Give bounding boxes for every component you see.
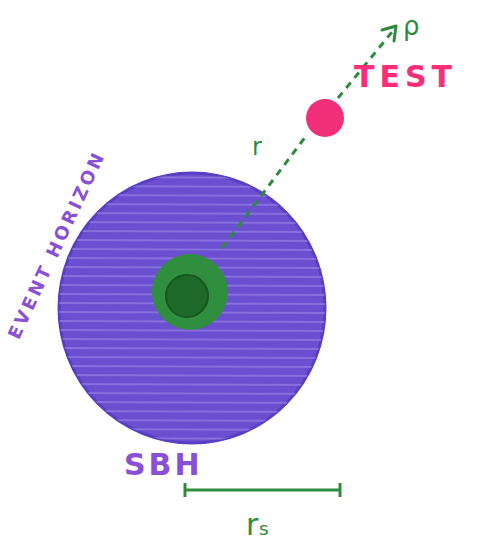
hatch-line [57, 276, 327, 277]
hatch-line [57, 240, 327, 241]
hatch-line [57, 357, 327, 358]
hatch-line [57, 258, 327, 259]
hatch-line [57, 420, 327, 421]
hatch-line [57, 222, 327, 223]
event-horizon: EVENT HORIZONSBH [57, 171, 327, 445]
hatch-line [57, 195, 327, 196]
hatch-line [57, 294, 327, 295]
hatch-line [57, 438, 327, 439]
hatch-line [57, 384, 327, 385]
hatch-line [57, 366, 327, 367]
hatch-line [57, 429, 327, 430]
particle-dot [306, 99, 344, 137]
hatch-line [57, 267, 327, 268]
hatch-line [57, 339, 327, 340]
hatch-line [57, 285, 327, 286]
scale-tick [184, 483, 187, 497]
hatch-line [57, 393, 327, 394]
hatch-line [57, 321, 327, 322]
hatch-line [57, 249, 327, 250]
hatch-line [57, 402, 327, 403]
hatch-line [57, 186, 327, 187]
test-particle: TEST [305, 98, 345, 138]
hatch-line [57, 312, 327, 313]
event-horizon-outline [57, 171, 327, 445]
direction-arrowhead [382, 26, 396, 41]
particle-label: TEST [354, 60, 457, 93]
hatch-line [57, 375, 327, 376]
direction-label: ρ [403, 12, 420, 41]
test-particle-outline [305, 98, 345, 138]
hatch-line [57, 330, 327, 331]
hatch-line [57, 204, 327, 205]
scale-bar [185, 483, 340, 497]
horizon-label: EVENT HORIZON [4, 148, 109, 343]
horizon-hatching [57, 177, 327, 439]
radius-label: r [252, 134, 262, 160]
scale-line [185, 489, 340, 492]
hatch-line [57, 231, 327, 232]
hatch-line [57, 213, 327, 214]
radius-scale-label: rₛ [246, 508, 270, 541]
singularity-halo [152, 254, 228, 330]
singularity-core [166, 275, 208, 317]
hatch-line [57, 303, 327, 304]
black-hole-label: SBH [124, 448, 203, 481]
scale-tick [339, 483, 342, 497]
singularity [152, 254, 228, 330]
hatch-line [57, 411, 327, 412]
hatch-line [57, 348, 327, 349]
